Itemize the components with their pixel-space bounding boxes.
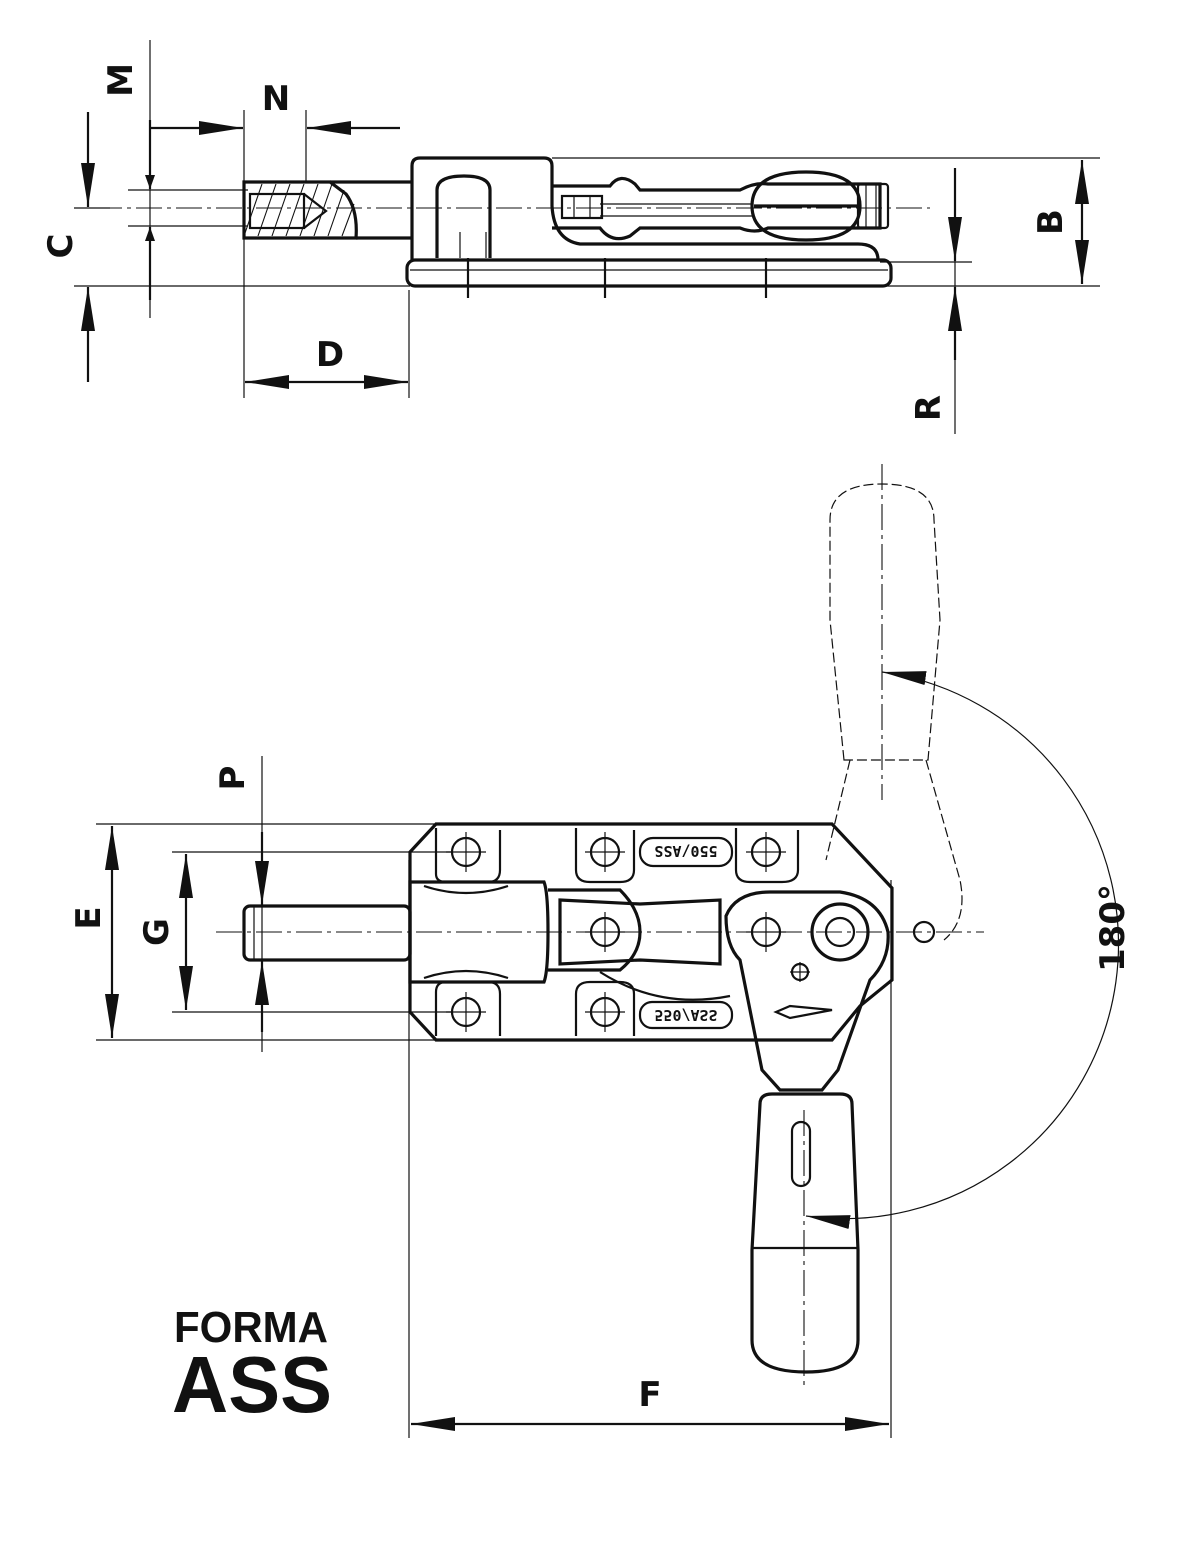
mounting-hole bbox=[746, 832, 786, 872]
rotation-arc: 180° bbox=[805, 671, 1133, 1229]
svg-text:550/ASS: 550/ASS bbox=[654, 1006, 717, 1024]
dimension-e: E bbox=[69, 823, 436, 1041]
part-marking-badge: 550/ASS bbox=[638, 1000, 734, 1030]
handle-open-position bbox=[825, 483, 963, 941]
rotation-angle-label: 180° bbox=[1093, 884, 1133, 972]
dimension-e-label: E bbox=[69, 906, 109, 929]
dimension-b: B bbox=[552, 157, 1100, 287]
dimension-f-label: F bbox=[638, 1375, 661, 1415]
dimension-g-label: G bbox=[137, 918, 177, 946]
dimension-m: M bbox=[101, 40, 248, 318]
dimension-g: G bbox=[137, 851, 452, 1013]
dimension-r-label: R bbox=[909, 395, 949, 421]
section-hatch bbox=[243, 183, 355, 237]
side-view: M N C D B bbox=[41, 40, 1100, 434]
dimension-r: R bbox=[880, 168, 972, 434]
dimension-d: D bbox=[245, 290, 410, 398]
handle-grip bbox=[750, 1092, 860, 1374]
svg-text:FORMA: FORMA bbox=[174, 1303, 328, 1352]
dimension-n-label: N bbox=[262, 79, 290, 119]
svg-text:ASS: ASS bbox=[172, 1340, 332, 1429]
base-plate bbox=[405, 258, 893, 298]
dimension-n: N bbox=[150, 79, 400, 398]
forma-ass-logo: FORMA ASS bbox=[172, 1303, 332, 1429]
mounting-hole bbox=[585, 832, 625, 872]
dimension-m-label: M bbox=[101, 63, 141, 97]
dimension-f: F bbox=[408, 860, 892, 1438]
part-marking-badge: 550/ASS bbox=[638, 836, 734, 868]
lever-arm bbox=[724, 890, 936, 1092]
dimension-p-label: P bbox=[213, 766, 253, 791]
svg-text:550/ASS: 550/ASS bbox=[654, 842, 717, 860]
handle-knob bbox=[750, 170, 862, 242]
linkage bbox=[552, 176, 890, 241]
mounting-hole bbox=[585, 992, 625, 1032]
dimension-p: P bbox=[213, 756, 269, 1052]
dimension-b-label: B bbox=[1031, 209, 1071, 235]
dimension-d-label: D bbox=[316, 335, 344, 375]
dimension-c: C bbox=[41, 112, 410, 382]
top-linkage bbox=[548, 888, 731, 1001]
plunger-rod bbox=[242, 180, 412, 240]
dimension-c-label: C bbox=[41, 234, 81, 259]
top-view: 550/ASS 550/ASS bbox=[69, 464, 1133, 1438]
